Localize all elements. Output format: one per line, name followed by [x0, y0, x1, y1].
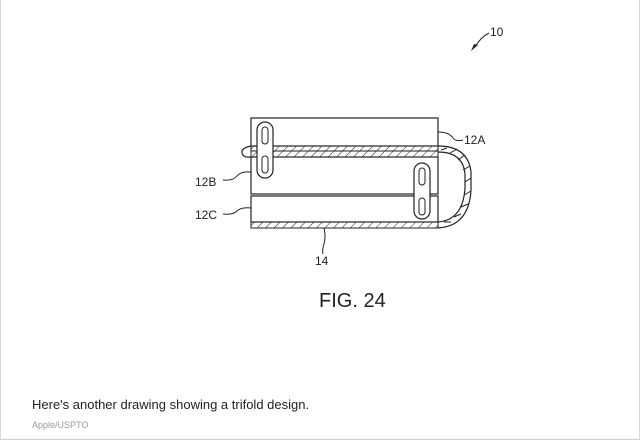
panel-12a [250, 117, 439, 152]
figure-title: FIG. 24 [319, 290, 386, 312]
patent-drawing: 10 [195, 25, 504, 312]
image-credit: Apple/USPTO [32, 420, 89, 430]
reference-10-label: 10 [490, 25, 504, 39]
reference-10-arrow: 10 [471, 25, 504, 51]
panel-12c [250, 195, 439, 229]
hinge-pin-right [413, 162, 431, 220]
figure-caption: Here's another drawing showing a trifold… [32, 397, 310, 412]
reference-14-label: 14 [315, 254, 329, 268]
panel-12b [250, 150, 439, 195]
hinge-pin-left [256, 121, 274, 179]
flexible-display-14 [241, 145, 472, 229]
reference-12b-label: 12B [195, 175, 216, 189]
reference-12c-label: 12C [195, 208, 217, 222]
leader-lines [222, 131, 464, 255]
reference-12a-label: 12A [464, 133, 485, 147]
